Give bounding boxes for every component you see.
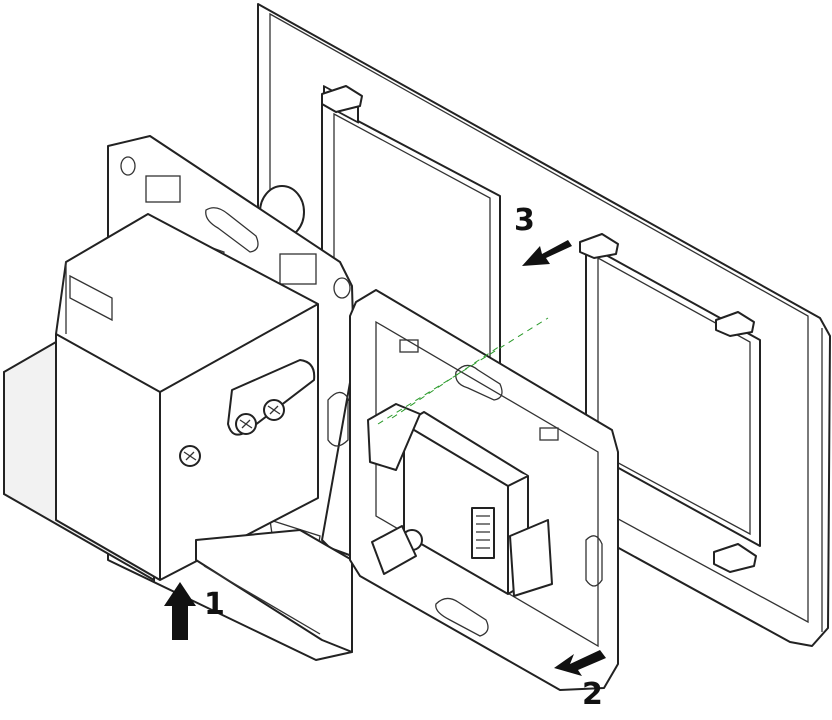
cover-clip-mid <box>579 233 619 259</box>
insert-lever <box>367 403 421 471</box>
step-label-1: 1 <box>204 587 225 622</box>
step-label-3: 3 <box>514 203 535 238</box>
insert-side-clip <box>509 519 553 597</box>
step-arrow-3 <box>522 240 572 266</box>
device-insert <box>367 403 553 597</box>
cover-clip-bottom <box>713 543 757 573</box>
step-label-2: 2 <box>582 677 603 712</box>
step-arrow-1 <box>164 582 196 640</box>
alignment-guides <box>377 317 549 425</box>
cover-clip-right <box>715 311 755 337</box>
insert-lower-lever <box>371 525 417 575</box>
step-arrow-2 <box>554 650 606 676</box>
switch-module <box>3 213 319 582</box>
cover-clip-top-left <box>321 85 363 113</box>
insert-connector <box>471 507 495 559</box>
